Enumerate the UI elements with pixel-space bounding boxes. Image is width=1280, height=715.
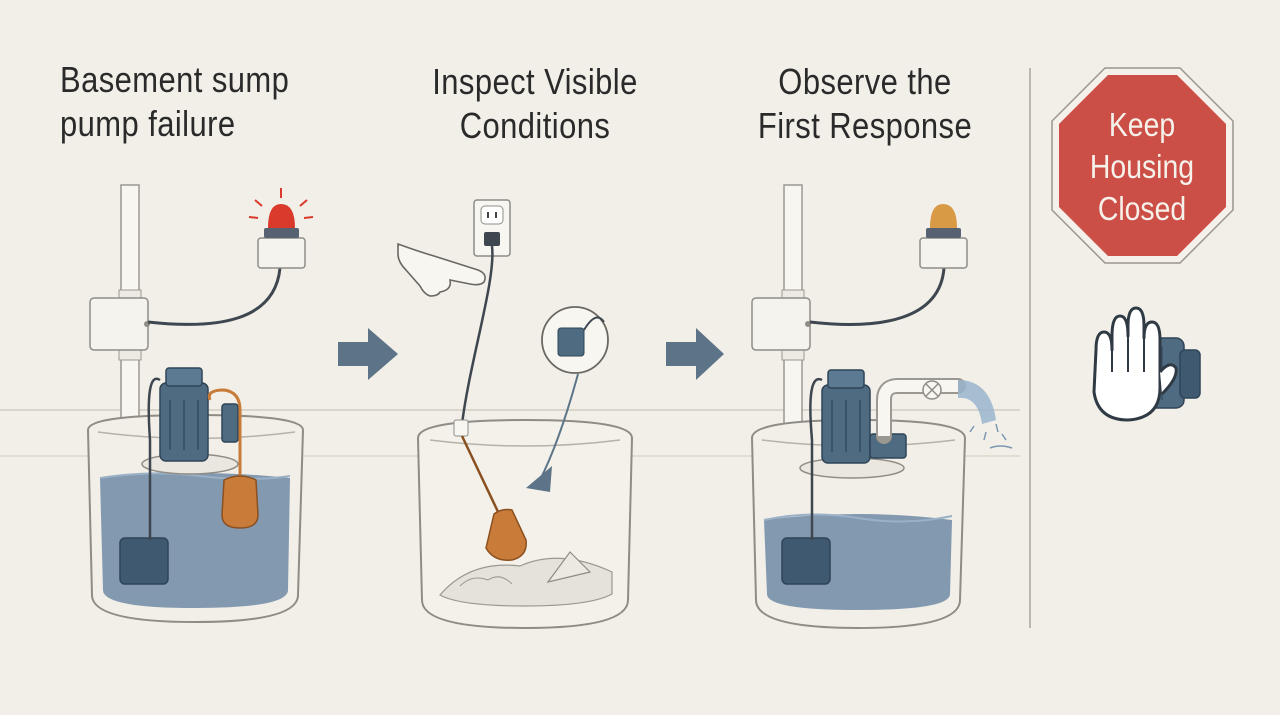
panel-2-title-line-1: Inspect Visible xyxy=(432,61,638,102)
stop-sign-line-2: Housing xyxy=(1089,148,1195,185)
panel-2-illustration xyxy=(397,199,634,630)
panel-3-title: Observe the First Response xyxy=(758,60,973,148)
sump-basin-empty xyxy=(416,418,634,630)
outlet-icon xyxy=(473,199,511,257)
alarm-cable xyxy=(809,267,946,326)
alarm-light-icon xyxy=(248,188,314,269)
panel-3-title-line-2: First Response xyxy=(757,105,973,146)
sump-pump xyxy=(119,367,239,585)
pointing-hand-icon xyxy=(397,242,486,297)
panel-1-title-line-2: pump failure xyxy=(60,103,236,144)
float-switch-icon xyxy=(453,419,527,561)
stop-sign-icon xyxy=(1051,67,1234,264)
arrow-right-icon xyxy=(338,328,398,380)
panel-1-illustration xyxy=(86,184,314,624)
arrow-right-icon xyxy=(666,328,724,380)
power-cord xyxy=(460,245,494,425)
sump-pump xyxy=(781,369,907,585)
panel-3-illustration xyxy=(750,184,1013,630)
alarm-cable xyxy=(147,267,282,326)
water-jet xyxy=(958,380,996,424)
discharge-outlet xyxy=(876,378,1013,449)
panel-3-title-line-1: Observe the xyxy=(778,61,952,102)
junction-box xyxy=(751,297,811,351)
stop-sign-line-1: Keep xyxy=(1108,106,1176,143)
float-switch-inset xyxy=(526,306,609,492)
panel-1-title-line-1: Basement sump xyxy=(60,59,290,100)
stop-sign-text: Keep Housing Closed xyxy=(1063,104,1221,230)
stop-sign-line-3: Closed xyxy=(1097,190,1187,227)
float-switch-icon xyxy=(207,388,259,529)
raised-hand-icon xyxy=(1092,306,1178,422)
alarm-light-icon xyxy=(919,204,968,269)
panel-2-title: Inspect Visible Conditions xyxy=(423,60,647,148)
panel-2-title-line-2: Conditions xyxy=(459,105,611,146)
panel-1-title: Basement sump pump failure xyxy=(60,58,289,146)
junction-box xyxy=(89,297,150,351)
